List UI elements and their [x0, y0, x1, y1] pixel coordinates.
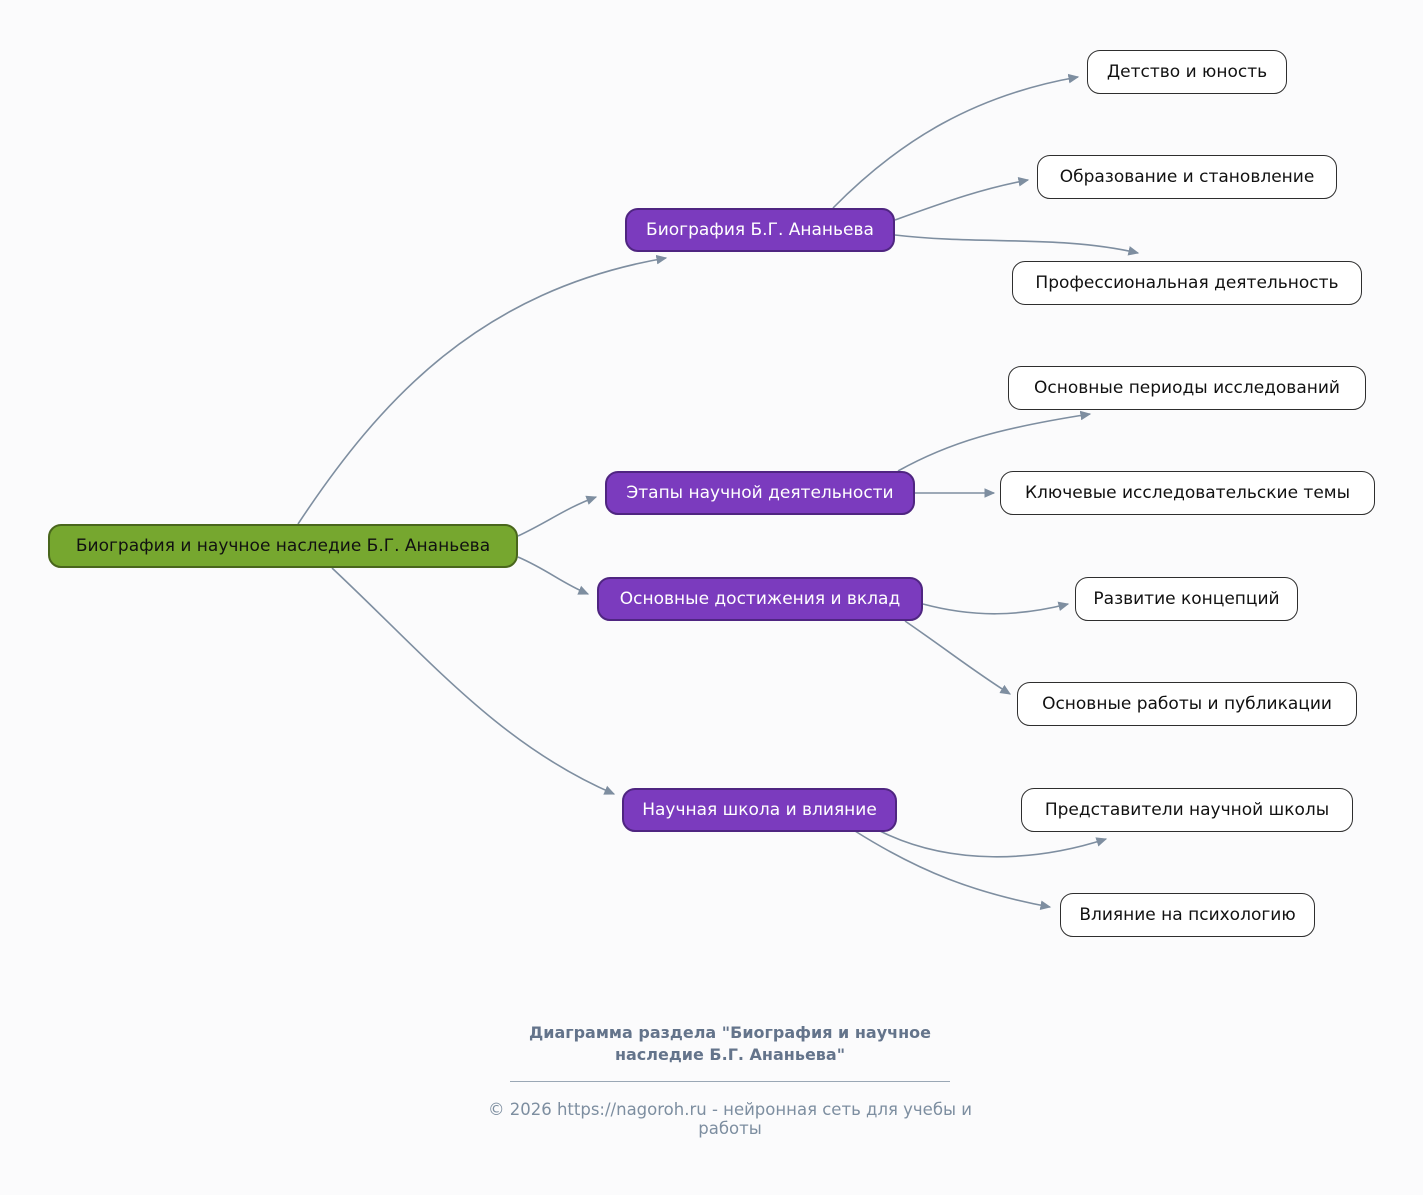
node-works-publications: Основные работы и публикации: [1017, 682, 1357, 726]
footer-divider: [510, 1081, 950, 1083]
node-concepts-development: Развитие концепций: [1075, 577, 1298, 621]
diagram-caption: Диаграмма раздела "Биография и научное н…: [528, 1023, 931, 1064]
edge-biography-professional: [894, 234, 1140, 256]
node-professional-activity: Профессиональная деятельность: [1012, 261, 1362, 305]
edge-achievements-works: [904, 620, 1012, 695]
node-school-representatives: Представители научной школы: [1021, 788, 1353, 832]
node-education: Образование и становление: [1037, 155, 1337, 199]
node-science-stages: Этапы научной деятельности: [605, 471, 915, 515]
edge-stages-periods: [897, 410, 1092, 472]
edge-root-school: [331, 567, 616, 795]
edge-school-representatives: [879, 830, 1108, 858]
node-childhood: Детство и юность: [1087, 50, 1287, 94]
edge-biography-education: [894, 177, 1030, 221]
node-biography: Биография Б.Г. Ананьева: [625, 208, 895, 252]
node-root: Биография и научное наследие Б.Г. Ананье…: [48, 524, 518, 568]
edge-root-achievements: [517, 556, 590, 595]
edge-achievements-concepts: [922, 601, 1070, 615]
edge-root-stages: [517, 495, 598, 537]
copyright-text: © 2026 https://nagoroh.ru - нейронная се…: [487, 1100, 973, 1139]
node-influence-psychology: Влияние на психологию: [1060, 893, 1315, 937]
edge-school-influence: [854, 830, 1052, 910]
node-achievements: Основные достижения и вклад: [597, 577, 923, 621]
node-school: Научная школа и влияние: [622, 788, 897, 832]
node-research-periods: Основные периоды исследований: [1008, 366, 1366, 410]
footer: Диаграмма раздела "Биография и научное н…: [470, 1022, 990, 1138]
node-research-themes: Ключевые исследовательские темы: [1000, 471, 1375, 515]
